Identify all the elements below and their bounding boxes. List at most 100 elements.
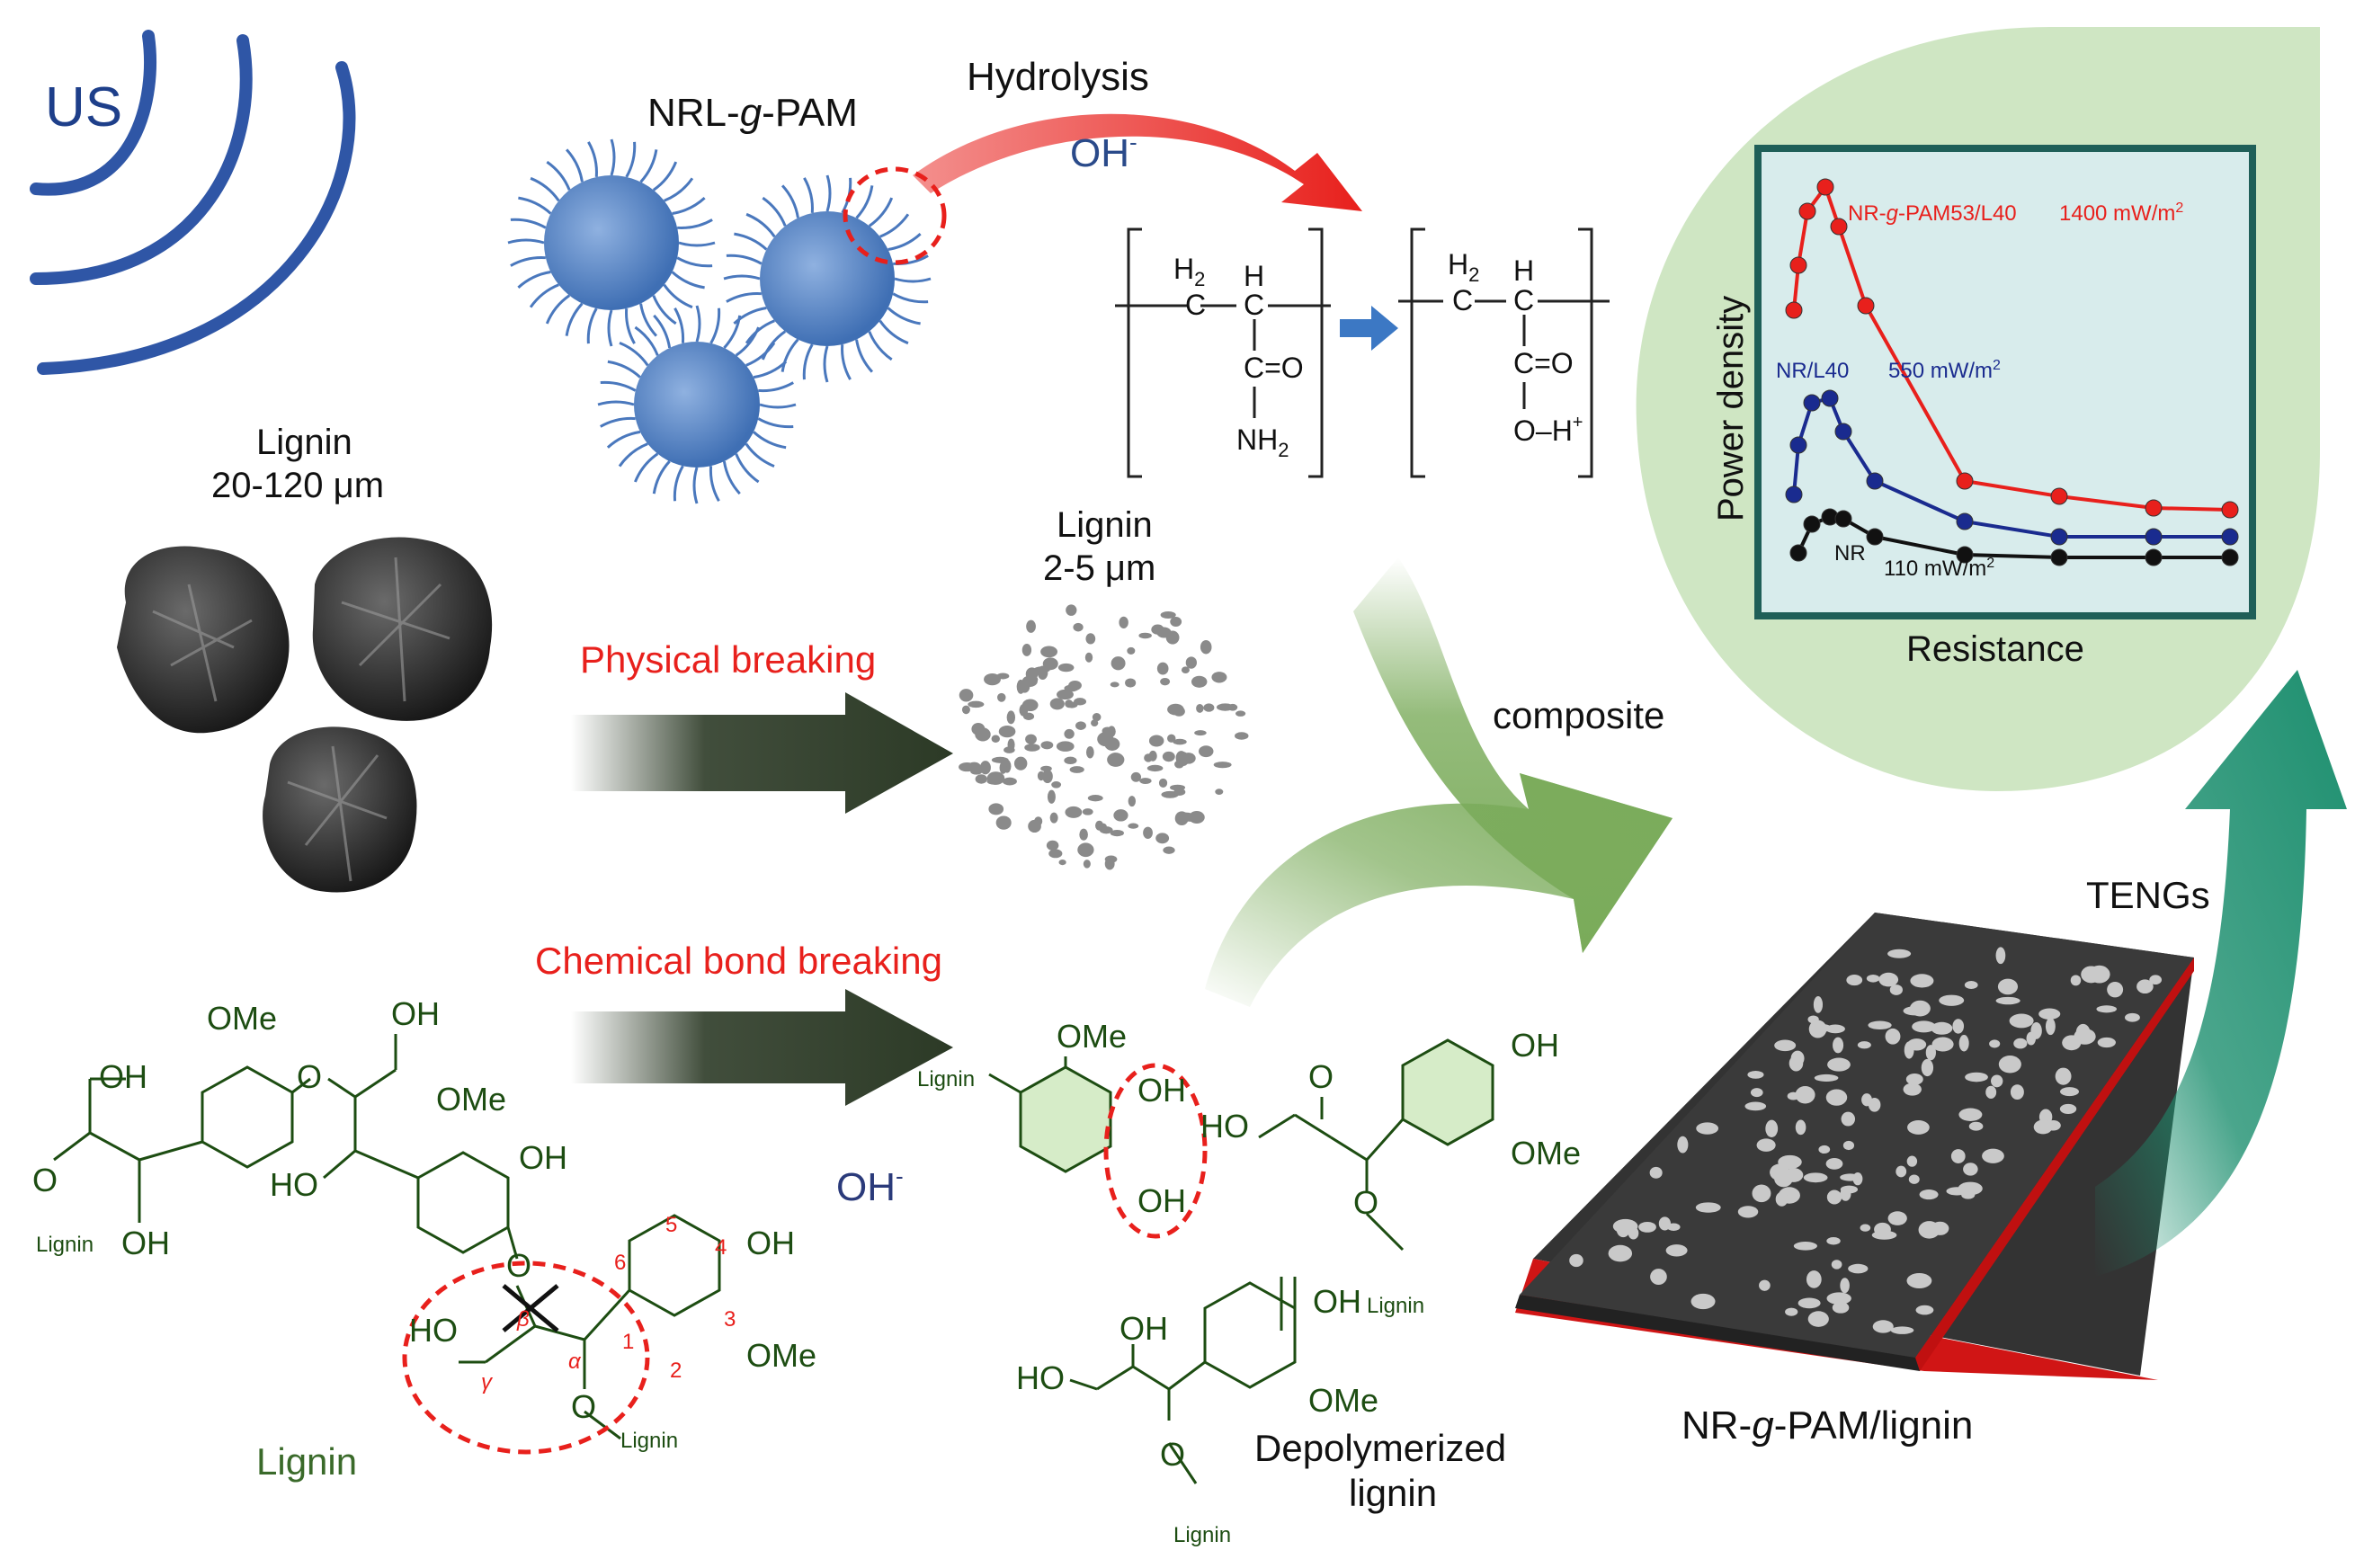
series-2-point-3 bbox=[1803, 394, 1821, 412]
us-label: US bbox=[45, 76, 122, 138]
chart-ylabel: Power density bbox=[1711, 296, 1751, 521]
series-2-point-7 bbox=[1956, 512, 1974, 530]
ring-num-6: 6 bbox=[614, 1251, 626, 1275]
label-gamma: γ bbox=[481, 1370, 494, 1394]
ring-num-2: 2 bbox=[670, 1359, 682, 1383]
paa-ooh: O–H+ bbox=[1513, 413, 1583, 447]
series-3-point-4 bbox=[1834, 510, 1852, 528]
series-1-point-9 bbox=[2145, 499, 2163, 517]
lignin-ome-2: OMe bbox=[436, 1081, 506, 1118]
nrl-gpam-label: NRL-g-PAM bbox=[647, 91, 858, 135]
dep-o-2: O bbox=[1353, 1184, 1378, 1221]
series-1-point-10 bbox=[2221, 501, 2239, 519]
series-2-point-8 bbox=[2050, 528, 2068, 546]
product-label: NR-g-PAM/lignin bbox=[1682, 1403, 1973, 1448]
dep-ho-1: HO bbox=[1200, 1108, 1249, 1145]
ring-num-5: 5 bbox=[665, 1213, 677, 1237]
lignin-small-size: 2-5 μm bbox=[1043, 548, 1155, 588]
hydrolysis-oh-label: OH- bbox=[1070, 129, 1137, 175]
lignin-o-2: O bbox=[32, 1162, 58, 1198]
lignin-o-4: O bbox=[571, 1388, 596, 1425]
composite-sheet bbox=[1515, 913, 2194, 1380]
chemical-breaking-label: Chemical bond breaking bbox=[535, 940, 942, 982]
hydrolysis-highlight-circle bbox=[843, 166, 947, 265]
dep-o-3: O bbox=[1160, 1436, 1185, 1473]
series-annotation-2: 550 mW/m2 bbox=[1888, 358, 2001, 383]
paa-c2: C bbox=[1513, 284, 1534, 316]
dep-oh-3: OH bbox=[1511, 1027, 1559, 1064]
series-2-point-10 bbox=[2221, 528, 2239, 546]
chart-xlabel: Resistance bbox=[1906, 629, 2084, 669]
lignin-large-size: 20-120 μm bbox=[211, 466, 384, 505]
chart-plot bbox=[1785, 178, 2239, 566]
nrl-gpam-particles bbox=[507, 138, 932, 504]
hydrolysis-label: Hydrolysis bbox=[967, 55, 1149, 99]
lignin-link-1: Lignin bbox=[36, 1233, 94, 1257]
series-1-point-3 bbox=[1798, 202, 1816, 220]
series-line-2 bbox=[1792, 396, 2230, 539]
ring-num-1: 1 bbox=[622, 1330, 634, 1354]
ring-num-4: 4 bbox=[715, 1235, 727, 1260]
dep-ome-2: OMe bbox=[1511, 1135, 1581, 1172]
series-1-point-6 bbox=[1857, 297, 1875, 315]
depolymerized-label-1: Depolymerized bbox=[1254, 1427, 1506, 1469]
paa-c1: C bbox=[1452, 284, 1473, 316]
nrl-sphere bbox=[544, 175, 679, 310]
series-label-2: NR/L40 bbox=[1776, 359, 1849, 383]
composite-sheet-particles bbox=[1569, 947, 2163, 1334]
series-label-3: NR bbox=[1834, 541, 1866, 566]
pam-co: C=O bbox=[1244, 352, 1304, 384]
series-1-point-4 bbox=[1816, 178, 1834, 196]
series-3-point-1 bbox=[1789, 544, 1807, 562]
lignin-large-label: Lignin bbox=[256, 423, 352, 462]
polyacrylamide-structure bbox=[1115, 227, 1331, 478]
composite-label: composite bbox=[1493, 694, 1664, 736]
lignin-structure bbox=[53, 1034, 721, 1440]
lignin-structure-label: Lignin bbox=[256, 1440, 357, 1483]
series-3-point-7 bbox=[2050, 548, 2068, 566]
series-2-point-2 bbox=[1789, 436, 1807, 454]
nrl-sphere bbox=[634, 342, 760, 468]
label-beta: β bbox=[516, 1307, 530, 1332]
chemical-breaking-arrow bbox=[571, 989, 953, 1106]
depolymerized-structures bbox=[988, 1038, 1494, 1484]
lignin-oh-2: OH bbox=[99, 1058, 147, 1095]
dep-ome-1: OMe bbox=[1057, 1018, 1127, 1055]
paa-h2: H2 bbox=[1448, 248, 1479, 286]
lignin-o-1: O bbox=[297, 1058, 322, 1095]
pam-h2: H2 bbox=[1173, 253, 1205, 290]
series-3-point-9 bbox=[2221, 548, 2239, 566]
series-1-point-1 bbox=[1785, 301, 1803, 319]
tengs-label: TENGs bbox=[2086, 874, 2210, 916]
dep-link-2: Lignin bbox=[1367, 1294, 1424, 1318]
series-3-point-2 bbox=[1803, 515, 1821, 533]
dep-ho-2: HO bbox=[1016, 1359, 1065, 1396]
physical-breaking-label: Physical breaking bbox=[580, 638, 876, 681]
dep-oh-5: OH bbox=[1313, 1283, 1361, 1320]
teng-arrow bbox=[2095, 670, 2347, 1277]
series-3-point-8 bbox=[2145, 548, 2163, 566]
pam-c2: C bbox=[1244, 289, 1264, 321]
dep-oh-2: OH bbox=[1137, 1182, 1186, 1219]
nrl-sphere bbox=[760, 211, 895, 346]
dep-o-1: O bbox=[1308, 1058, 1334, 1095]
lignin-o-3: O bbox=[506, 1247, 531, 1284]
pam-h: H bbox=[1244, 260, 1264, 292]
lignin-small-particles bbox=[959, 604, 1249, 870]
lignin-ho-1: HO bbox=[270, 1166, 318, 1203]
catechol-highlight bbox=[1103, 1063, 1208, 1239]
series-1-point-2 bbox=[1789, 256, 1807, 274]
dep-oh-4: OH bbox=[1120, 1310, 1168, 1347]
dep-link-3: Lignin bbox=[1173, 1523, 1231, 1547]
lignin-link-2: Lignin bbox=[620, 1429, 678, 1453]
dep-ome-3: OMe bbox=[1308, 1382, 1378, 1419]
series-3-point-5 bbox=[1866, 528, 1884, 546]
depolymerized-label-2: lignin bbox=[1349, 1472, 1437, 1514]
lignin-small-label: Lignin bbox=[1057, 505, 1153, 545]
lignin-oh-1: OH bbox=[391, 995, 440, 1032]
series-1-point-7 bbox=[1956, 472, 1974, 490]
composite-arrow-from-lignin bbox=[1205, 773, 1673, 1007]
dep-link-1: Lignin bbox=[917, 1067, 975, 1091]
series-annotation-3: 110 mW/m2 bbox=[1884, 556, 1994, 581]
dep-oh-1: OH bbox=[1137, 1072, 1186, 1109]
